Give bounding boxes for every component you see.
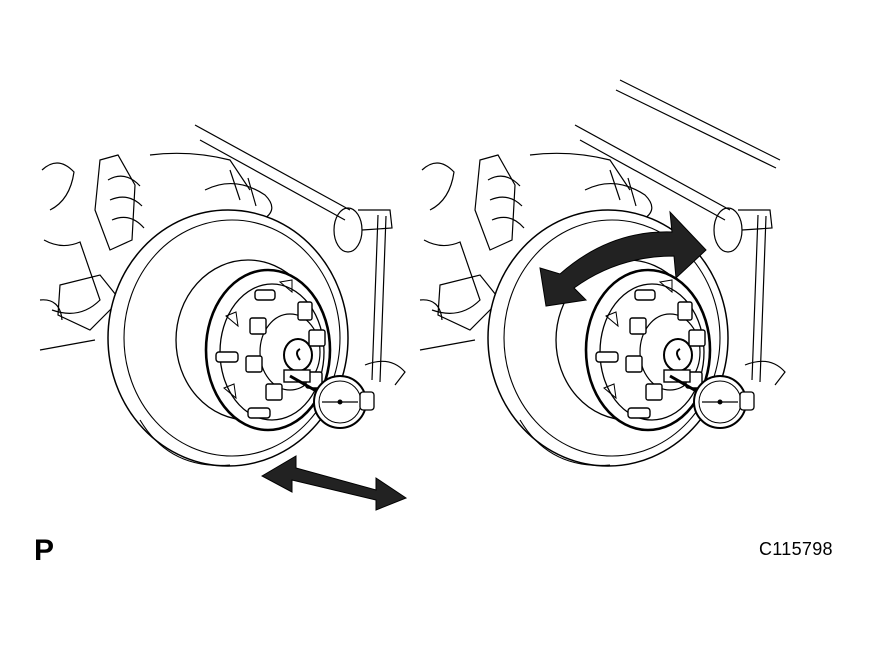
figure-letter: P xyxy=(34,534,55,567)
axial-play-arrow xyxy=(260,455,408,511)
right-view-rotational-play xyxy=(418,79,787,468)
left-view-axial-play xyxy=(38,123,408,511)
figure-code: C115798 xyxy=(759,539,833,559)
rotation-arrow xyxy=(539,210,707,307)
